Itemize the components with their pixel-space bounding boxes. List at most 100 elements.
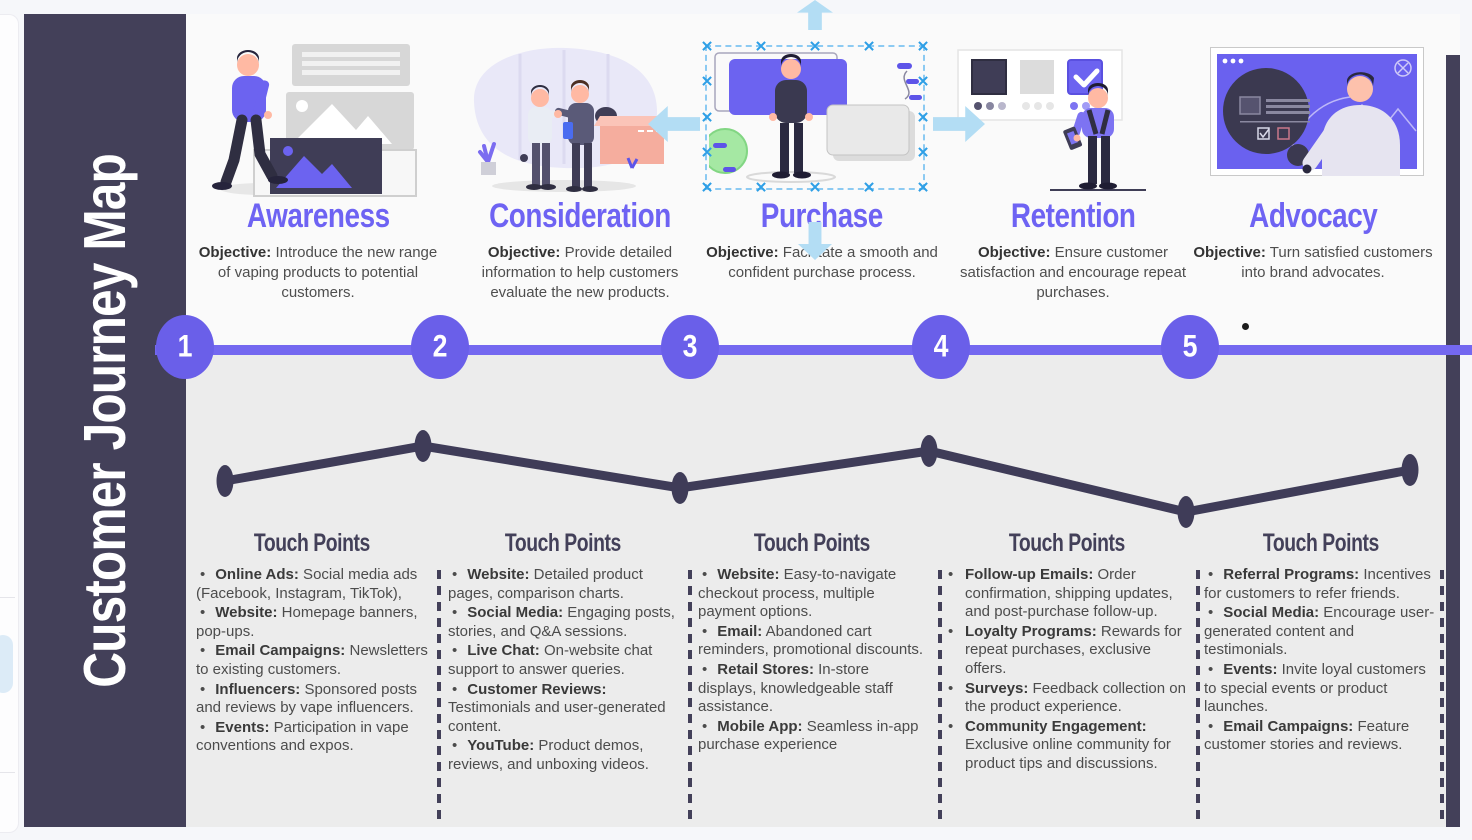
purchase-illustration[interactable]	[709, 47, 922, 184]
stage-title: Consideration	[489, 195, 671, 236]
touch-point-label: YouTube:	[467, 737, 535, 755]
touch-point-text: Abandoned cart reminders, promotional di…	[698, 622, 924, 659]
poster-title-text: Customer Journey Map	[72, 153, 138, 688]
selection-handle-icon[interactable]: ✕	[916, 38, 930, 56]
touchpoints-heading: Touch Points	[505, 528, 621, 557]
touch-point-text: Exclusive online community for product t…	[965, 736, 1171, 772]
consideration-illustration[interactable]	[454, 40, 672, 196]
poster-bottom-background	[186, 350, 1460, 827]
touchpoints-list: •Website: Easy-to-navigate checkout proc…	[698, 566, 926, 755]
bullet-icon: •	[452, 737, 458, 755]
bullet-icon: •	[948, 622, 954, 640]
touchpoints-heading: Touch Points	[1009, 528, 1125, 557]
touch-point-text: Product demos, reviews, and unboxing vid…	[448, 737, 649, 773]
touch-point-text: Homepage banners, pop-ups.	[196, 604, 418, 640]
dashed-separator	[1440, 570, 1444, 820]
touch-point-item: •Email Campaigns: Newsletters to existin…	[196, 642, 428, 679]
bullet-icon: •	[200, 718, 206, 736]
stage-title: Purchase	[760, 195, 884, 236]
panel-tool-button[interactable]	[0, 635, 13, 693]
touch-point-label: Customer Reviews:	[467, 680, 607, 698]
touch-point-text: Easy-to-navigate checkout process, multi…	[698, 566, 897, 621]
poster-sidebar: Customer Journey Map	[24, 14, 186, 827]
selection-handle-icon[interactable]: ✕	[808, 38, 822, 56]
touch-point-text: On-website chat support to answer querie…	[448, 642, 653, 678]
selection-handle-icon[interactable]: ✕	[700, 144, 714, 162]
touch-point-item: •Mobile App: Seamless in-app purchase ex…	[698, 718, 926, 755]
touchpoints-heading: Touch Points	[254, 528, 370, 557]
touch-point-item: •Events: Invite loyal customers to speci…	[1204, 661, 1438, 717]
advocacy-illustration[interactable]	[1210, 47, 1424, 176]
stage-objective: Objective: Turn satisfied customers into…	[1187, 243, 1439, 283]
selection-handle-icon[interactable]: ✕	[916, 109, 930, 126]
touchpoints-retention: Touch Points •Follow-up Emails: Order co…	[948, 528, 1186, 775]
stage-objective: Objective: Facilitate a smooth and confi…	[696, 243, 948, 283]
touch-point-text: Engaging posts, stories, and Q&A session…	[448, 604, 675, 640]
touch-point-item: •Website: Detailed product pages, compar…	[448, 566, 678, 603]
objective-label: Objective:	[198, 244, 272, 261]
touch-point-text: Participation in vape conventions and ex…	[196, 718, 409, 755]
touch-point-label: Mobile App:	[717, 717, 803, 735]
touch-point-text: Sponsored posts and reviews by vape infl…	[196, 680, 418, 717]
selection-handle-icon[interactable]: ✕	[700, 38, 714, 56]
touchpoints-list: •Online Ads: Social media ads (Facebook,…	[196, 566, 428, 756]
touch-point-label: Events:	[1223, 660, 1278, 678]
touch-point-item: •Referral Programs: Incentives for custo…	[1204, 566, 1438, 603]
touch-point-text: Testimonials and user-generated content.	[448, 699, 666, 735]
touch-point-label: Social Media:	[467, 604, 564, 622]
touch-point-item: •Website: Easy-to-navigate checkout proc…	[698, 566, 926, 622]
touch-point-text: In-store displays, knowledgeable staff a…	[698, 660, 893, 716]
touch-point-item: •Social Media: Engaging posts, stories, …	[448, 604, 678, 641]
selection-handle-icon[interactable]: ✕	[700, 73, 714, 91]
touch-point-label: Website:	[467, 566, 530, 583]
stage-head-retention: Retention Objective: Ensure customer sat…	[947, 195, 1199, 302]
touch-point-label: Social Media:	[1223, 604, 1320, 622]
dashed-separator	[688, 570, 692, 820]
touch-point-text: Feature customer stories and reviews.	[1204, 717, 1410, 754]
selection-handle-icon[interactable]: ✕	[754, 179, 768, 197]
selection-handle-icon[interactable]: ✕	[916, 73, 930, 91]
selection-handle-icon[interactable]: ✕	[916, 179, 930, 197]
objective-label: Objective:	[977, 244, 1051, 261]
objective-text: Introduce the new range of vaping produc…	[217, 244, 438, 301]
timeline-step-5: 5	[1161, 315, 1219, 379]
stage-head-advocacy: Advocacy Objective: Turn satisfied custo…	[1187, 195, 1439, 283]
timeline-step-1: 1	[156, 315, 214, 379]
touch-point-label: Email:	[717, 622, 763, 640]
step-number: 3	[682, 329, 698, 364]
selection-box[interactable]: ✕ ✕ ✕ ✕ ✕ ✕ ✕ ✕ ✕ ✕ ✕ ✕ ✕ ✕ ✕ ✕	[701, 40, 930, 196]
awareness-illustration[interactable]	[196, 38, 420, 198]
touch-point-label: Website:	[717, 566, 780, 583]
touch-point-text: Newsletters to existing customers.	[196, 642, 428, 678]
bullet-icon: •	[452, 680, 458, 698]
selection-handle-icon[interactable]: ✕	[862, 179, 876, 197]
touch-point-label: Influencers:	[215, 680, 301, 698]
selection-handle-icon[interactable]: ✕	[754, 38, 768, 56]
touch-point-label: Referral Programs:	[1223, 566, 1360, 583]
selection-handle-icon[interactable]: ✕	[700, 109, 714, 126]
stage-objective: Objective: Provide detailed information …	[454, 243, 706, 302]
stage-title: Retention	[1010, 195, 1136, 236]
touch-point-item: •Retail Stores: In-store displays, knowl…	[698, 661, 926, 717]
selection-handle-icon[interactable]: ✕	[700, 179, 714, 197]
bullet-icon: •	[200, 566, 206, 583]
objective-text: Provide detailed information to help cus…	[481, 244, 679, 301]
touch-point-text: Feedback collection on the product exper…	[965, 679, 1186, 716]
bullet-icon: •	[200, 642, 206, 660]
touch-point-label: Retail Stores:	[717, 660, 814, 678]
customer-journey-map-poster: Customer Journey Map	[24, 14, 1460, 827]
selection-handle-icon[interactable]: ✕	[808, 179, 822, 197]
bullet-icon: •	[1208, 604, 1214, 622]
touch-point-label: Website:	[215, 604, 278, 622]
touch-point-item: •Influencers: Sponsored posts and review…	[196, 681, 428, 718]
stage-head-consideration: Consideration Objective: Provide detaile…	[454, 195, 706, 302]
selection-handle-icon[interactable]: ✕	[862, 38, 876, 56]
editor-side-panel	[0, 14, 19, 833]
bullet-icon: •	[948, 566, 954, 583]
stage-title: Advocacy	[1248, 195, 1378, 236]
bullet-icon: •	[1208, 717, 1214, 735]
step-number: 2	[432, 329, 448, 364]
selection-handle-icon[interactable]: ✕	[916, 144, 930, 162]
retention-illustration[interactable]	[950, 42, 1148, 200]
touch-point-label: Surveys:	[965, 679, 1029, 697]
